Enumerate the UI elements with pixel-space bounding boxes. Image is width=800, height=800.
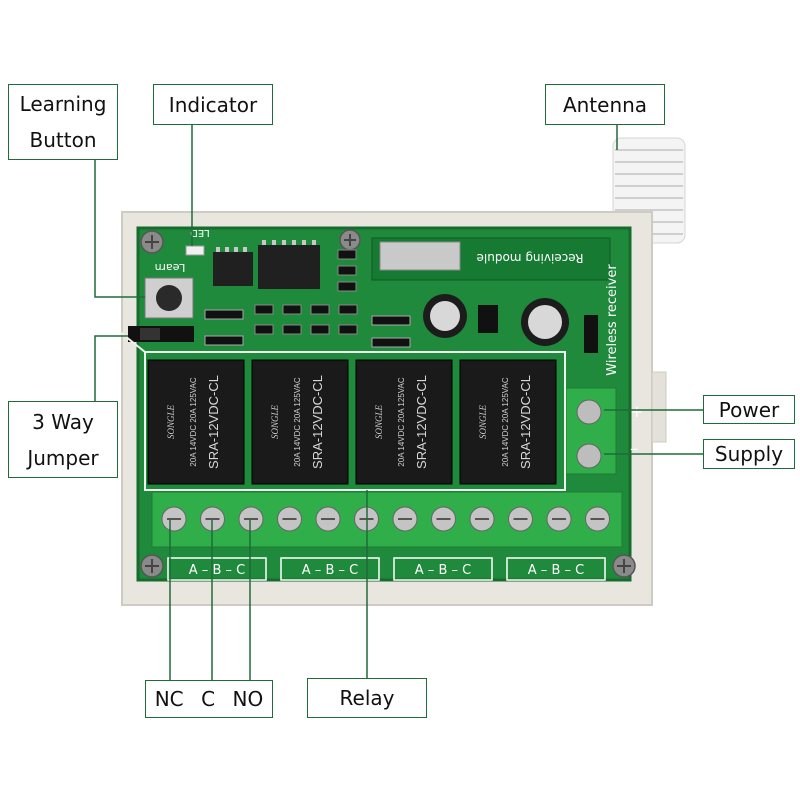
learn-text: Learn: [155, 261, 186, 274]
learning-button: [144, 277, 194, 319]
power-label: Power: [703, 395, 795, 424]
relay-2: SRA-12VDC-CL 20A 14VDC 20A 125VAC SONGLE: [251, 359, 349, 485]
relay-rating-text: 20A 14VDC 20A 125VAC: [293, 377, 302, 466]
wireless-text: Wireless receiver: [605, 264, 620, 376]
antenna-label: Antenna: [545, 84, 665, 125]
supply-label: Supply: [703, 439, 795, 469]
relay-terminal-strip: [151, 491, 623, 548]
relay-brand-text: SONGLE: [374, 405, 384, 440]
led-text: LED: [190, 227, 210, 238]
relay-model-text: SRA-12VDC-CL: [206, 375, 221, 469]
relay-model-text: SRA-12VDC-CL: [310, 375, 325, 469]
jumper-pins: [128, 326, 194, 342]
relay-brand-text: SONGLE: [166, 405, 176, 440]
abc-group-text: A – B – C: [415, 563, 471, 578]
nc-label: NC: [154, 687, 184, 711]
relay-model-text: SRA-12VDC-CL: [414, 375, 429, 469]
abc-group-box: [506, 557, 606, 581]
learning-label-line2: Button: [29, 128, 97, 152]
abc-group-box: [280, 557, 380, 581]
abc-group-text: A – B – C: [528, 563, 584, 578]
abc-group-text: A – B – C: [302, 563, 358, 578]
learning-button-label: Learning Button: [8, 84, 118, 160]
c-label: C: [201, 687, 216, 711]
relay-1: SRA-12VDC-CL 20A 14VDC 20A 125VAC SONGLE: [147, 359, 245, 485]
jumper-label: 3 Way Jumper: [8, 401, 118, 478]
relay-model-text: SRA-12VDC-CL: [518, 375, 533, 469]
no-label: NO: [232, 687, 264, 711]
abc-group-box: [393, 557, 493, 581]
power-terminal: [565, 387, 617, 475]
indicator-label: Indicator: [153, 84, 273, 125]
relay-brand-text: SONGLE: [478, 405, 488, 440]
relay-label: Relay: [307, 678, 427, 718]
minus-sign: –: [630, 439, 638, 458]
plus-sign: +: [630, 402, 643, 421]
relay-brand-text: SONGLE: [270, 405, 280, 440]
abc-group-text: A – B – C: [189, 563, 245, 578]
ic-chip-1: [213, 252, 253, 286]
jumper-label-line2: Jumper: [27, 445, 99, 470]
ic-chip-2: [258, 245, 320, 289]
abc-group-box: [167, 557, 267, 581]
terminal-screws: [161, 506, 610, 532]
relay-3: SRA-12VDC-CL 20A 14VDC 20A 125VAC SONGLE: [355, 359, 453, 485]
contacts-label: NC C NO: [145, 680, 273, 718]
indicator-led: [185, 245, 205, 256]
jumper-label-line1: 3 Way: [32, 409, 94, 434]
relay-rating-text: 20A 14VDC 20A 125VAC: [397, 377, 406, 466]
module-text: Receiving module: [477, 251, 584, 265]
relay-rating-text: 20A 14VDC 20A 125VAC: [501, 377, 510, 466]
learning-label-line1: Learning: [19, 92, 107, 116]
capacitors: [423, 294, 569, 346]
relay-rating-text: 20A 14VDC 20A 125VAC: [189, 377, 198, 466]
relay-4: SRA-12VDC-CL 20A 14VDC 20A 125VAC SONGLE: [459, 359, 557, 485]
